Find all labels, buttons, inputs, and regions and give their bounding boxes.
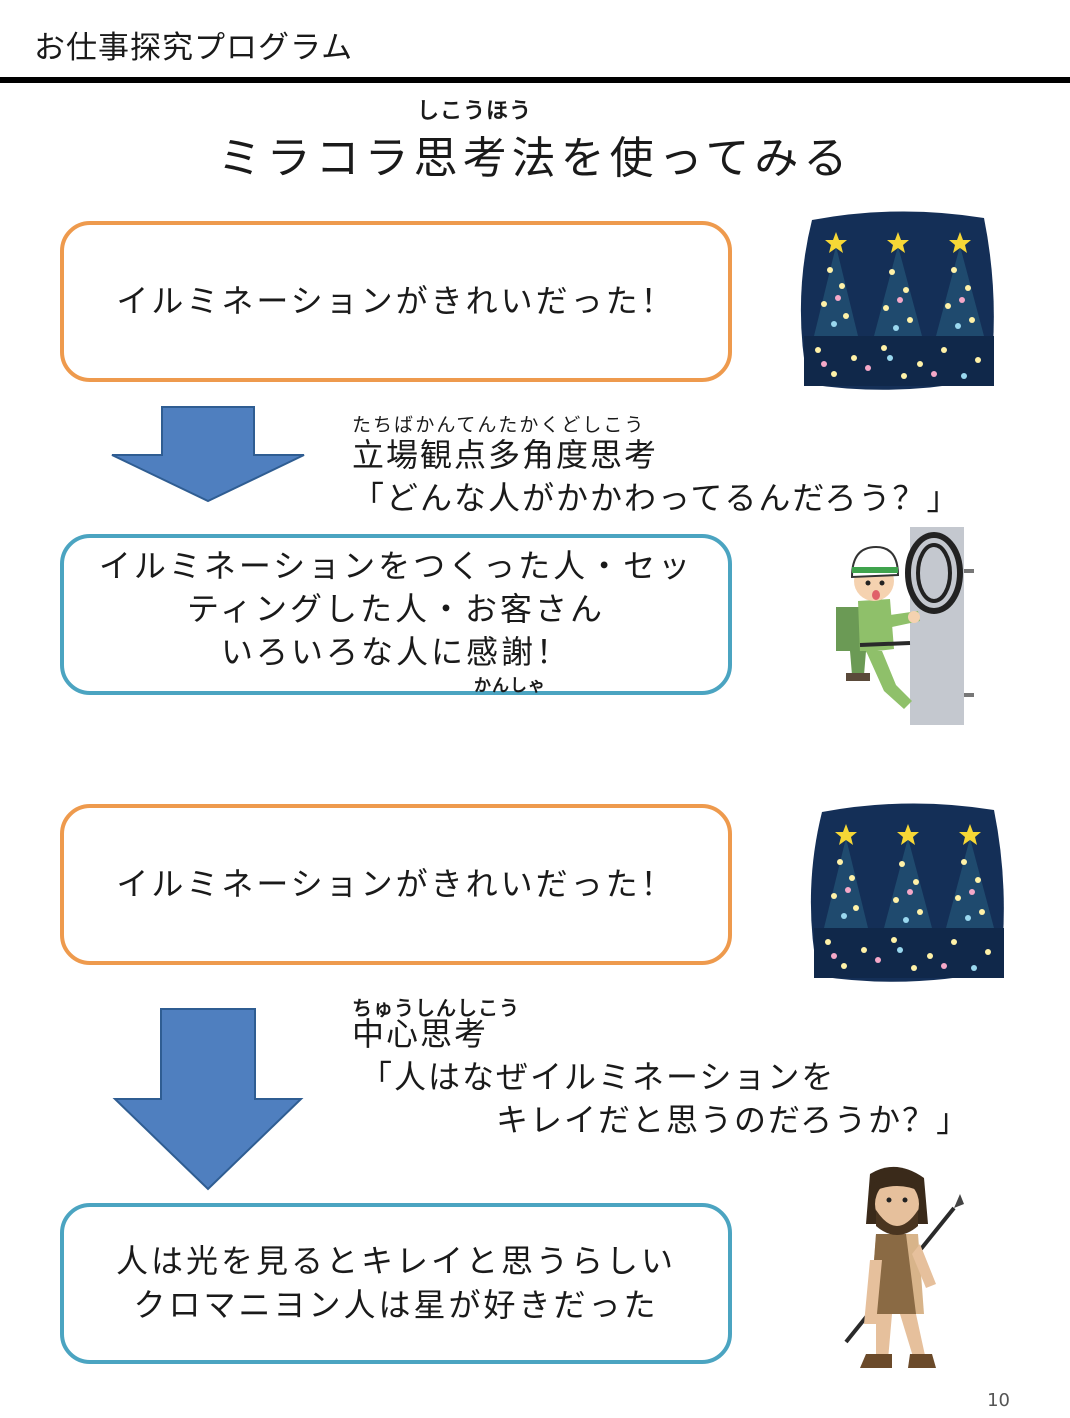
header-title: お仕事探究プログラム — [34, 30, 354, 66]
illumination-trees-illustration — [800, 211, 994, 390]
method-question-2-line1: 「人はなぜイルミネーションを — [360, 1058, 836, 1096]
result-text-1-line3: いろいろな人に感謝！ — [220, 633, 571, 672]
method-name-1: 立場観点多角度思考 — [352, 436, 659, 474]
result-text-2-line1: 人は光を見るとキレイと思うらしい — [115, 1242, 676, 1281]
page-number: 10 — [987, 1390, 1010, 1411]
utility-pole-worker-illustration — [836, 527, 974, 725]
method-ruby-2: ちゅうしんしこう — [352, 996, 520, 1020]
down-arrow-icon — [112, 1008, 304, 1191]
result-text-1-line1: イルミネーションをつくった人・セッ — [98, 546, 694, 585]
cro-magnon-man-illustration — [844, 1166, 964, 1368]
illumination-trees-illustration — [810, 803, 1004, 982]
statement-text-1: イルミネーションがきれいだった！ — [116, 281, 676, 320]
result-text-1-line2: ティングした人・お客さん — [186, 589, 606, 628]
result-text-2-line2: クロマニヨン人は星が好きだった — [133, 1285, 659, 1324]
method-name-2: 中心思考 — [352, 1015, 489, 1053]
statement-box-1: イルミネーションがきれいだった！ — [60, 221, 732, 382]
page-title: ミラコラ思考法を使ってみる — [217, 133, 853, 184]
method-ruby-1: たちばかんてんたかくどしこう — [352, 414, 646, 436]
down-arrow-icon — [111, 406, 305, 503]
page-title-ruby: しこうほう — [417, 99, 533, 124]
method-question-1: 「どんな人がかかわってるんだろう？」 — [352, 479, 961, 517]
result-box-1: イルミネーションをつくった人・セッ ティングした人・お客さん いろいろな人に感謝… — [60, 534, 732, 695]
result-box-2: 人は光を見るとキレイと思うらしい クロマニヨン人は星が好きだった — [60, 1203, 732, 1364]
statement-text-2: イルミネーションがきれいだった！ — [116, 864, 676, 903]
header-divider — [0, 77, 1070, 83]
statement-box-2: イルミネーションがきれいだった！ — [60, 804, 732, 965]
result-ruby-1: かんしゃ — [474, 676, 546, 696]
method-question-2-line2: キレイだと思うのだろうか？」 — [496, 1101, 971, 1139]
